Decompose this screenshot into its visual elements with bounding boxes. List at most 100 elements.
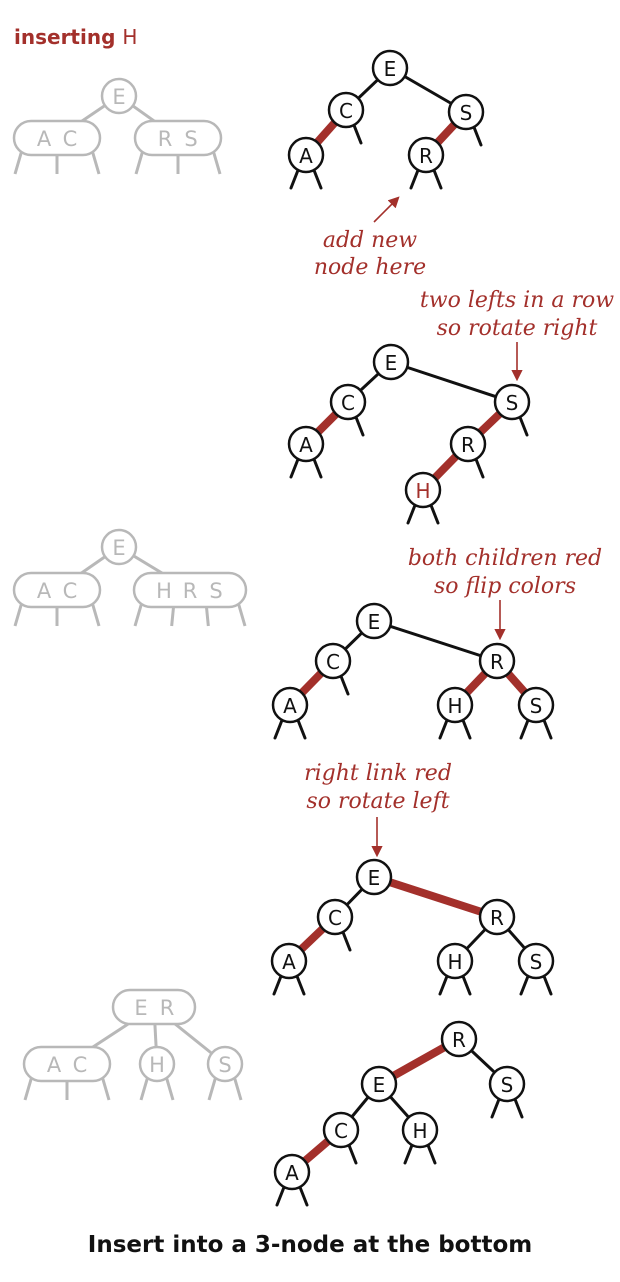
tree-step-2: E C S A R H bbox=[287, 343, 531, 525]
tt-node: H bbox=[138, 1045, 176, 1083]
tt-null-link bbox=[90, 601, 101, 627]
tt-node-key: C bbox=[73, 1053, 88, 1077]
black-link bbox=[390, 360, 513, 404]
tree-node: R bbox=[407, 136, 445, 174]
tt-null-link bbox=[134, 149, 145, 175]
node-key: A bbox=[299, 144, 313, 168]
tree-node: A bbox=[273, 1153, 311, 1191]
tree-node: R bbox=[478, 642, 516, 680]
tt-null-link bbox=[133, 601, 144, 627]
tree-step-1: E C S A R bbox=[287, 49, 485, 190]
tree-node: H bbox=[436, 686, 474, 724]
tree-node: S bbox=[493, 383, 531, 421]
node-key: E bbox=[373, 1073, 386, 1097]
tree-node: C bbox=[316, 898, 354, 936]
red-link bbox=[372, 873, 499, 921]
node-key: C bbox=[326, 650, 340, 674]
tt-node-key: C bbox=[63, 127, 78, 151]
tree-node: E bbox=[372, 343, 410, 381]
tree-node: S bbox=[517, 942, 555, 980]
node-key: A bbox=[285, 1161, 299, 1185]
node-key: R bbox=[461, 433, 475, 457]
tree-node: C bbox=[314, 642, 352, 680]
diagram-title: inserting H bbox=[14, 25, 137, 49]
annotation-line: so flip colors bbox=[434, 574, 576, 599]
arrow-add-new bbox=[373, 196, 400, 223]
tree-node: E bbox=[355, 858, 393, 896]
tree-node: R bbox=[440, 1020, 478, 1058]
tt-null-link bbox=[207, 1075, 218, 1101]
tt-null-link bbox=[211, 149, 222, 175]
tt-node-key: E bbox=[112, 536, 125, 560]
node-key: H bbox=[447, 950, 462, 974]
node-key: C bbox=[341, 391, 355, 415]
node-key: R bbox=[490, 906, 504, 930]
tree-node: C bbox=[327, 91, 365, 129]
tree-node: A bbox=[270, 942, 308, 980]
node-key: R bbox=[419, 144, 433, 168]
tree-node: S bbox=[447, 93, 485, 131]
node-key: S bbox=[530, 694, 543, 718]
tt-node-key: R bbox=[158, 127, 173, 151]
tree-node: R bbox=[478, 898, 516, 936]
tree-node: E bbox=[355, 602, 393, 640]
tt-node-key: E bbox=[112, 85, 125, 109]
node-key: S bbox=[506, 391, 519, 415]
annotation-line: so rotate right bbox=[437, 316, 598, 341]
tt-node-key: R bbox=[160, 996, 175, 1020]
node-key: A bbox=[282, 950, 296, 974]
black-link bbox=[373, 619, 498, 663]
node-key: E bbox=[384, 57, 397, 81]
node-key: S bbox=[460, 101, 473, 125]
tree-node: A bbox=[287, 425, 325, 463]
node-key: C bbox=[328, 906, 342, 930]
tree-node: E bbox=[360, 1065, 398, 1103]
node-key: E bbox=[368, 866, 381, 890]
tt-node-key: R bbox=[183, 579, 198, 603]
tt-node-key: A bbox=[37, 579, 52, 603]
node-key: E bbox=[385, 351, 398, 375]
node-key: H bbox=[447, 694, 462, 718]
node-key: C bbox=[339, 99, 353, 123]
title-key: H bbox=[122, 25, 138, 49]
annotation-line: so rotate left bbox=[306, 789, 449, 814]
tt-node: E bbox=[100, 528, 138, 566]
figure-caption: Insert into a 3-node at the bottom bbox=[87, 1232, 533, 1258]
node-key: S bbox=[530, 950, 543, 974]
tt-node-key: C bbox=[63, 579, 78, 603]
node-key: C bbox=[334, 1119, 348, 1143]
node-key: A bbox=[299, 433, 313, 457]
tt-node-key: A bbox=[37, 127, 52, 151]
annotation-line: two lefts in a row bbox=[420, 288, 614, 313]
tt-node-key: S bbox=[218, 1053, 231, 1077]
tt-null-link bbox=[139, 1075, 150, 1101]
tt-node: S bbox=[206, 1045, 244, 1083]
annotation-line: node here bbox=[314, 255, 426, 280]
tt-null-link bbox=[236, 601, 247, 627]
title-prefix: inserting bbox=[14, 25, 116, 49]
tt-node-key: A bbox=[47, 1053, 62, 1077]
tree-step-4: E C R A H S bbox=[270, 858, 555, 996]
tt-node: E bbox=[100, 77, 138, 115]
tt-node-key: S bbox=[209, 579, 222, 603]
tree-node: A bbox=[287, 136, 325, 174]
tt-node-key: S bbox=[184, 127, 197, 151]
tree-node: S bbox=[488, 1065, 526, 1103]
node-key: R bbox=[490, 650, 504, 674]
tree-node: H bbox=[404, 471, 442, 509]
tt-null-link bbox=[90, 149, 101, 175]
node-key: H bbox=[415, 479, 430, 503]
